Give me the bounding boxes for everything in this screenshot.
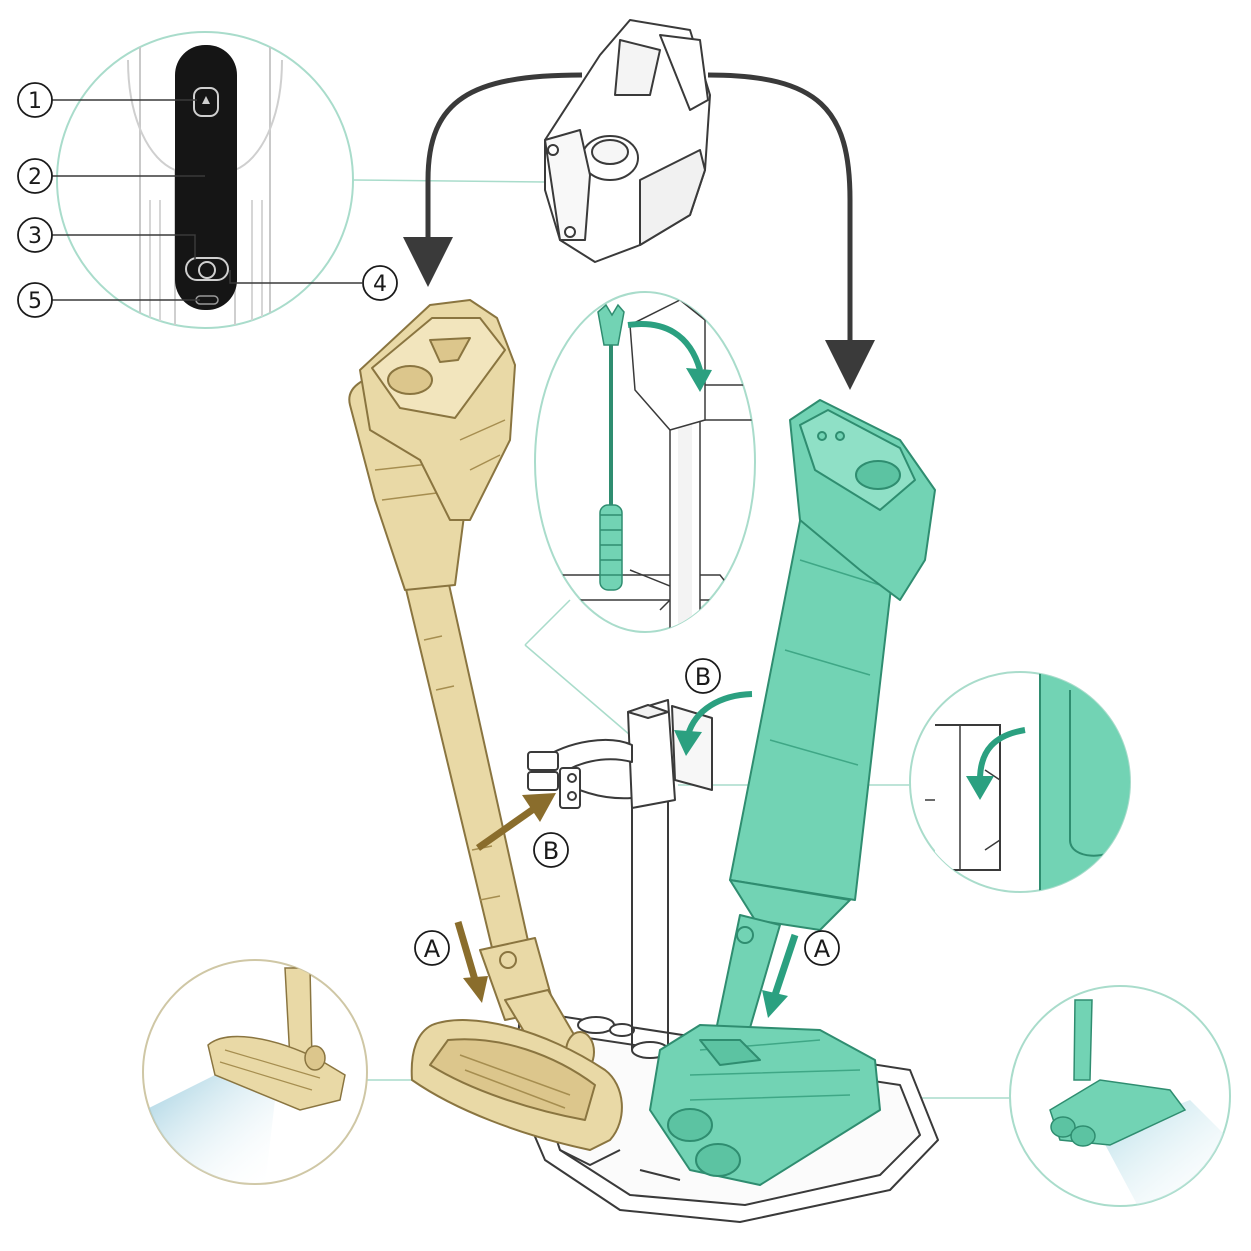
leader-brush-to-stand [524,599,571,646]
leader-brush-to-stand-2 [524,644,631,736]
callout-4: 4 [362,265,398,301]
stick-vacuum-mint [649,399,936,1186]
callout-2: 2 [17,158,53,194]
leader-lines [351,179,1010,1099]
latch-detail [909,671,1131,893]
cleaning-brush-detail [534,291,756,633]
arrow-to-mint-vacuum [707,72,875,390]
handle-unit-illustration [544,19,711,263]
callout-5-label: 5 [28,289,42,314]
step-a-left-badge: A [414,930,450,966]
leader-handle-to-unit [351,179,546,183]
callout-2-label: 2 [28,165,42,190]
step-b-bottom-badge: B [533,832,569,868]
step-a-right-label: A [814,935,831,963]
handle-display-panel [175,45,237,310]
step-a-gold-arrow [454,921,488,1003]
step-b-gold-arrow [475,793,556,851]
gold-floorhead-detail [142,959,368,1185]
remove-handle-arrows [403,72,875,390]
brush-insert-arrow [627,321,703,371]
callout-leaders [52,99,362,301]
callout-4-label: 4 [373,272,387,297]
arrow-to-gold-vacuum [403,72,583,287]
handle-controls-detail [56,31,354,329]
step-b-top-label: B [695,663,711,691]
stick-vacuum-gold [348,299,623,1151]
step-a-right-badge: A [804,930,840,966]
power-button [193,87,219,117]
cleaning-brush-tool [597,303,625,591]
mode-button [185,257,229,281]
step-b-bottom-label: B [543,837,559,865]
step-a-mint-arrow [762,933,799,1018]
step-a-left-label: A [424,935,441,963]
step-b-top-badge: B [685,658,721,694]
callout-1: 1 [17,82,53,118]
callout-3-label: 3 [28,224,42,249]
mint-floorhead-detail [1009,985,1231,1207]
callout-3: 3 [17,217,53,253]
callout-1-label: 1 [28,89,42,114]
callout-5: 5 [17,282,53,318]
step-b-mint-arrow [674,691,753,756]
